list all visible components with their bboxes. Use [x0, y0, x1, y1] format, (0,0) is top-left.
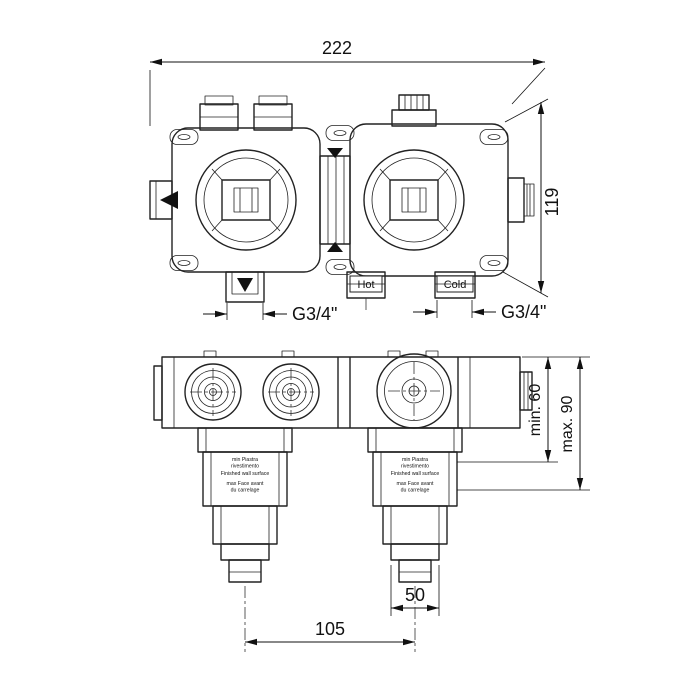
svg-text:min Piastra: min Piastra: [232, 457, 258, 463]
dim-overall-height-value: 119: [542, 188, 562, 217]
svg-text:max Face avant: max Face avant: [397, 481, 434, 487]
bottom-port-left: [225, 271, 265, 303]
dim-depth-min-value: min. 60: [527, 384, 544, 437]
hot-port: Hot: [346, 271, 386, 313]
coupling-flange: [319, 148, 351, 252]
coupling-marker-bottom: [327, 242, 343, 252]
thread-label-left: G3/4": [292, 304, 337, 324]
front-view: Hot Cold 222 119 G3/: [149, 38, 562, 324]
installation-view: min Piastra rivestimento Finished wall s…: [153, 350, 590, 652]
cartridge-tower-left: min Piastra rivestimento Finished wall s…: [197, 427, 293, 583]
port-rings-center: [262, 363, 320, 421]
dim-depth-min: min. 60: [457, 356, 590, 463]
body-bar: [153, 350, 533, 429]
flow-arrow-left-icon: [160, 191, 178, 209]
thread-label-right: G3/4": [501, 302, 546, 322]
left-cartridge: [195, 149, 297, 251]
dim-center-distance: 105: [244, 586, 416, 652]
cartridge-tower-right: min Piastra rivestimento Finished wall s…: [367, 427, 463, 583]
right-end-cap: [507, 177, 535, 223]
dim-thread-right: G3/4": [413, 300, 546, 322]
flow-arrow-down-icon: [237, 278, 253, 292]
svg-text:min Piastra: min Piastra: [402, 457, 428, 463]
top-ports-left: [199, 95, 293, 131]
dim-center-distance-value: 105: [315, 619, 345, 639]
top-port-right: [391, 94, 437, 127]
right-cartridge: [363, 149, 465, 251]
dim-overall-width: 222: [149, 38, 546, 126]
svg-text:rivestimento: rivestimento: [401, 464, 429, 470]
left-side-port: [149, 180, 178, 220]
svg-text:du carrelage: du carrelage: [231, 488, 260, 494]
dim-depth-max: max. 90: [457, 357, 590, 491]
cold-port: Cold: [434, 271, 476, 299]
coupling-marker-top: [327, 148, 343, 158]
svg-text:max Face avant: max Face avant: [227, 481, 264, 487]
svg-text:rivestimento: rivestimento: [231, 464, 259, 470]
wall-note-right: min Piastra rivestimento Finished wall s…: [391, 457, 440, 494]
port-ring-right: [376, 353, 452, 429]
mounting-ears: [169, 125, 509, 275]
svg-text:du carrelage: du carrelage: [401, 488, 430, 494]
hot-label: Hot: [357, 279, 374, 291]
port-rings-left: [184, 363, 242, 421]
dim-overall-height: 119: [502, 98, 562, 298]
mounting-plate-right: [349, 123, 509, 277]
dim-overall-width-value: 222: [322, 38, 352, 58]
wall-note-left: min Piastra rivestimento Finished wall s…: [221, 457, 270, 494]
cold-label: Cold: [444, 279, 467, 291]
dim-thread-left: G3/4": [203, 303, 337, 324]
svg-text:Finished wall surface: Finished wall surface: [391, 471, 440, 477]
svg-text:Finished wall surface: Finished wall surface: [221, 471, 270, 477]
dim-depth-max-value: max. 90: [559, 395, 576, 452]
